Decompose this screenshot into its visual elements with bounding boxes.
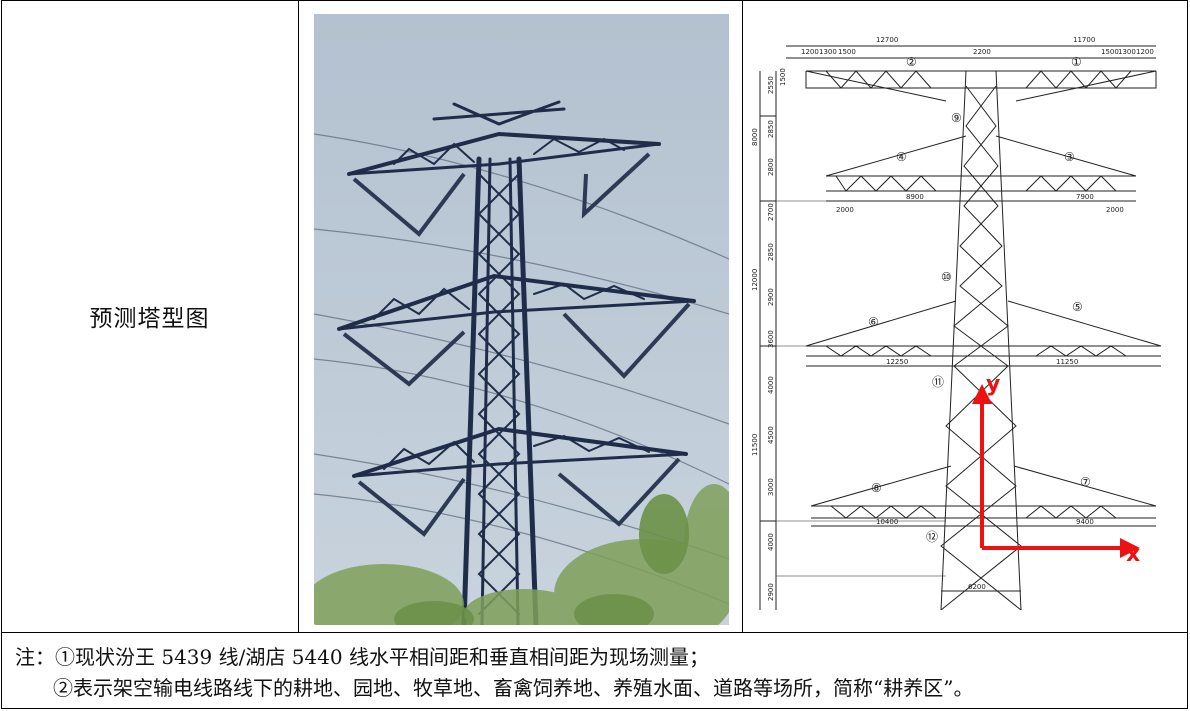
- drawing-marker: ⑥: [868, 315, 879, 329]
- drawing-dim-text: 3600: [767, 330, 775, 348]
- drawing-dim-text: 1500: [1101, 48, 1119, 56]
- drawing-dim-text: 2000: [1106, 206, 1124, 214]
- drawing-dim-text: 2900: [767, 288, 775, 306]
- drawing-dim-text: 12000: [751, 269, 759, 291]
- drawing-marker: ⑫: [926, 530, 938, 544]
- drawing-dim-text: 2850: [767, 120, 775, 138]
- drawing-dim-text: 1500: [779, 68, 787, 86]
- drawing-dim-text: 9400: [1076, 518, 1094, 526]
- drawing-dim-text: 6200: [968, 583, 986, 591]
- row-label: 预测塔型图: [89, 306, 210, 332]
- notes: 注：①现状汾王 5439 线/湖店 5440 线水平相间距和垂直相间距为现场测量…: [15, 642, 1185, 704]
- drawing-dim-text: 8000: [751, 128, 759, 146]
- tower-photo: [314, 14, 729, 625]
- border-left: [1, 0, 2, 709]
- drawing-dim-text: 2700: [767, 203, 775, 221]
- coordinate-axes: [972, 384, 1140, 558]
- drawing-dim-text: 1200: [801, 48, 819, 56]
- tower-drawing: 1200 1300 1500 12700 2200 11700 1500 130…: [746, 16, 1181, 610]
- column-divider-1: [298, 0, 299, 632]
- drawing-marker: ④: [896, 150, 907, 164]
- border-top: [1, 0, 1188, 1]
- drawing-dim-text: 2900: [767, 583, 775, 601]
- column-divider-2: [742, 0, 743, 632]
- drawing-dim-text: 11500: [751, 434, 759, 456]
- border-bottom: [1, 708, 1188, 709]
- drawing-dim-text: 3000: [767, 478, 775, 496]
- drawing-marker: ③: [1064, 150, 1075, 164]
- drawing-marker: ⑤: [1072, 300, 1083, 314]
- drawing-marker: ⑩: [941, 270, 952, 284]
- drawing-dim-text: 1300: [819, 48, 837, 56]
- axis-y-label: y: [986, 372, 1000, 397]
- tower-photo-image: [314, 14, 729, 625]
- row-divider: [1, 632, 1188, 633]
- drawing-dim-text: 8900: [906, 193, 924, 201]
- drawing-marker: ⑪: [932, 375, 944, 389]
- tower-drawing-svg: 1200 1300 1500 12700 2200 11700 1500 130…: [751, 36, 1162, 610]
- note-text-1: ①现状汾王 5439 线/湖店 5440 线水平相间距和垂直相间距为现场测量；: [55, 645, 709, 669]
- drawing-dim-text: 7900: [1076, 193, 1094, 201]
- drawing-dim-text: 4500: [767, 426, 775, 444]
- note-line-2: ②表示架空输电线路线下的耕地、园地、牧草地、畜禽饲养地、养殖水面、道路等场所，简…: [15, 673, 1185, 704]
- note-line-1: 注：①现状汾王 5439 线/湖店 5440 线水平相间距和垂直相间距为现场测量…: [15, 642, 1185, 673]
- drawing-marker: ⑦: [1080, 475, 1091, 489]
- drawing-dim-text: 2800: [767, 158, 775, 176]
- drawing-dim-text: 11250: [1056, 358, 1078, 366]
- drawing-dim-text: 2850: [767, 243, 775, 261]
- drawing-dim-text: 10400: [876, 518, 898, 526]
- drawing-marker: ②: [906, 55, 917, 69]
- drawing-dim-text: 12700: [876, 36, 898, 44]
- drawing-marker: ⑨: [951, 111, 962, 125]
- axis-x-label: x: [1126, 542, 1140, 567]
- drawing-dim-text: 2550: [767, 76, 775, 94]
- border-right: [1187, 0, 1188, 709]
- note-text-2: ②表示架空输电线路线下的耕地、园地、牧草地、畜禽饲养地、养殖水面、道路等场所，简…: [53, 676, 974, 700]
- drawing-dim-text: 1500: [838, 48, 856, 56]
- drawing-dim-text: 1300: [1118, 48, 1136, 56]
- drawing-dim-text: 2000: [836, 206, 854, 214]
- note-prefix: 注：: [15, 645, 55, 669]
- drawing-dim-text: 1200: [1136, 48, 1154, 56]
- drawing-dim-text: 11700: [1073, 36, 1095, 44]
- drawing-dim-text: 4000: [767, 376, 775, 394]
- drawing-marker: ①: [1071, 55, 1082, 69]
- drawing-dim-text: 4000: [767, 533, 775, 551]
- drawing-dim-text: 2200: [973, 48, 991, 56]
- drawing-marker: ⑧: [871, 481, 882, 495]
- row-label-cell: 预测塔型图: [1, 0, 298, 632]
- drawing-dim-text: 12250: [886, 358, 908, 366]
